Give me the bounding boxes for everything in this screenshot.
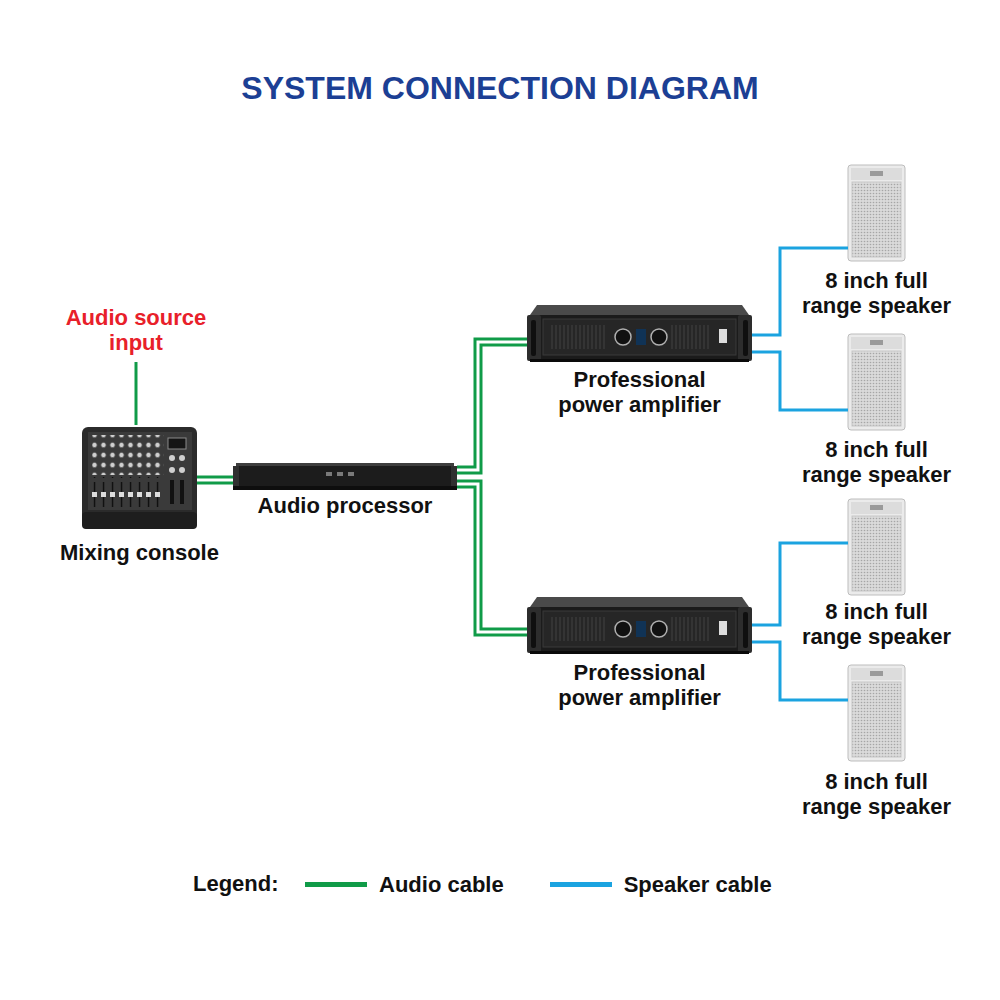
source-label: Audio source input <box>56 305 216 355</box>
device-label: Professional power amplifier <box>545 367 735 417</box>
device-label: Professional power amplifier <box>545 660 735 710</box>
knob <box>169 455 175 461</box>
device-caption: Mixing console <box>40 540 240 565</box>
mixer-panel <box>88 432 192 510</box>
device-caption: Professional power amplifier <box>545 367 735 417</box>
device-label: 8 inch full range speaker <box>794 599 960 649</box>
speaker: 8 inch full range speaker <box>848 165 905 261</box>
device-label: Audio processor <box>245 493 445 518</box>
audio-cable <box>197 476 233 485</box>
device-label: 8 inch full range speaker <box>794 268 960 318</box>
speaker: 8 inch full range speaker <box>848 499 905 595</box>
amplifier-drawing <box>527 305 752 362</box>
source-cable <box>135 362 138 425</box>
device-caption: Audio processor <box>245 493 445 518</box>
legend-item: Audio cable <box>305 872 504 897</box>
power-amplifier: Professional power amplifier <box>527 305 752 362</box>
mixer-display <box>168 438 186 449</box>
processor-drawing <box>233 463 457 490</box>
processor-base <box>233 486 457 490</box>
processor-indicator <box>326 472 332 476</box>
knob <box>179 455 185 461</box>
device-caption: 8 inch full range speaker <box>794 268 960 318</box>
mixer-knobs <box>92 435 164 475</box>
rack-ear <box>451 466 457 486</box>
legend-swatch <box>305 882 367 887</box>
diagram-title: SYSTEM CONNECTION DIAGRAM <box>0 68 1000 108</box>
speaker-drawing <box>848 334 905 430</box>
audio-cable <box>457 342 527 470</box>
legend-heading: Legend: <box>193 871 279 896</box>
processor-indicator <box>348 472 354 476</box>
speaker-drawing <box>848 499 905 595</box>
power-amplifier: Professional power amplifier <box>527 597 752 655</box>
device-caption: 8 inch full range speaker <box>794 599 960 649</box>
cable-group <box>752 642 848 700</box>
fader-slot <box>180 480 184 504</box>
cable-group <box>752 352 848 410</box>
speaker-cable <box>752 642 848 700</box>
knob <box>179 467 185 473</box>
amplifier-drawing <box>527 597 752 654</box>
device-caption: 8 inch full range speaker <box>794 437 960 487</box>
fader-slot <box>170 480 174 504</box>
audio-processor: Audio processor <box>233 463 457 490</box>
cable-group <box>197 480 233 481</box>
speaker: 8 inch full range speaker <box>848 334 905 430</box>
audio-cable <box>457 484 527 632</box>
mixer-body <box>82 427 197 529</box>
legend-swatch <box>550 882 612 887</box>
knob <box>169 467 175 473</box>
mixer-faders <box>92 477 164 507</box>
device-caption: 8 inch full range speaker <box>794 769 960 819</box>
device-caption: Professional power amplifier <box>545 660 735 710</box>
device-label: Mixing console <box>40 540 240 565</box>
legend-item: Speaker cable <box>550 872 772 897</box>
device-label: 8 inch full range speaker <box>794 769 960 819</box>
mixer-lip <box>82 512 197 529</box>
speaker-drawing <box>848 165 905 261</box>
legend: Audio cable Speaker cable <box>305 871 818 897</box>
legend-label: Audio cable <box>379 872 504 897</box>
cable-gap <box>457 342 527 470</box>
cable-gap <box>457 484 527 632</box>
speaker: 8 inch full range speaker <box>848 665 905 761</box>
legend-label: Speaker cable <box>624 872 772 897</box>
mixer-console: Mixing console <box>82 425 197 530</box>
cable-group <box>457 342 527 470</box>
cable-group <box>457 484 527 632</box>
mixer-drawing <box>82 427 197 529</box>
processor-indicator <box>337 472 343 476</box>
processor-body <box>233 466 457 486</box>
device-label: 8 inch full range speaker <box>794 437 960 487</box>
rack-ear <box>233 466 239 486</box>
speaker-drawing <box>848 665 905 761</box>
cable-gap <box>197 479 233 482</box>
speaker-cable <box>752 352 848 410</box>
